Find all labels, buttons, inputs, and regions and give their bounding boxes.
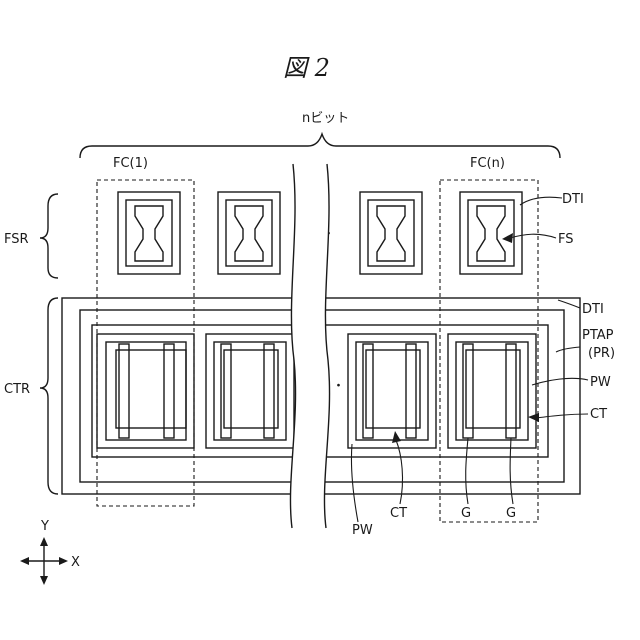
gate-1-label: G [461,506,471,521]
fsr-label: FSR [4,232,29,247]
ct-right-label: CT [590,407,607,422]
xy-axis-indicator [20,537,68,585]
fc-last-label: FC(n) [470,156,505,171]
pw-right-label: PW [590,375,611,390]
fuse-cell-3 [360,192,422,274]
pw-bottom-label: PW [352,523,373,538]
fuse-cell-4 [460,192,522,274]
dti-top-leader [520,197,562,205]
transistor-cell-4 [448,334,536,448]
axis-y-label: Y [40,519,49,534]
fsr-brace [40,194,58,278]
pr-label: (PR) [588,346,615,361]
fuse-cell-1 [118,192,180,274]
ctr-brace [40,298,58,494]
gate-2-label: G [506,506,516,521]
arrow-left-icon [20,557,29,565]
transistor-cell-3 [348,334,436,448]
transistor-cell-1 [97,334,194,448]
fc-first-label: FC(1) [113,156,148,171]
fs-label: FS [558,232,574,247]
bit-width-label: nビット [302,111,349,126]
break-gap-mask [290,164,329,528]
fs-leader [510,234,556,238]
figure-title: 図 2 [283,54,330,82]
ptap-label: PTAP [582,328,614,343]
arrow-up-icon [40,537,48,546]
ct-right-arrow-icon [528,413,539,422]
transistor-cell-2 [206,334,294,448]
arrow-down-icon [40,576,48,585]
bit-width-brace [80,134,560,158]
ct-bottom-label: CT [390,506,407,521]
dti-right-leader [558,300,580,308]
axis-x-label: X [71,555,80,570]
ctr-label: CTR [4,382,30,397]
arrow-right-icon [59,557,68,565]
ct-bottom-arrow-icon [392,431,401,443]
dti-top-label: DTI [562,192,584,207]
fuse-cell-2 [218,192,280,274]
fc-last-column [440,180,538,522]
pw-bottom-leader [351,444,358,522]
ptap-leader [556,347,580,352]
fs-arrow-icon [502,233,513,243]
dti-right-label: DTI [582,302,604,317]
